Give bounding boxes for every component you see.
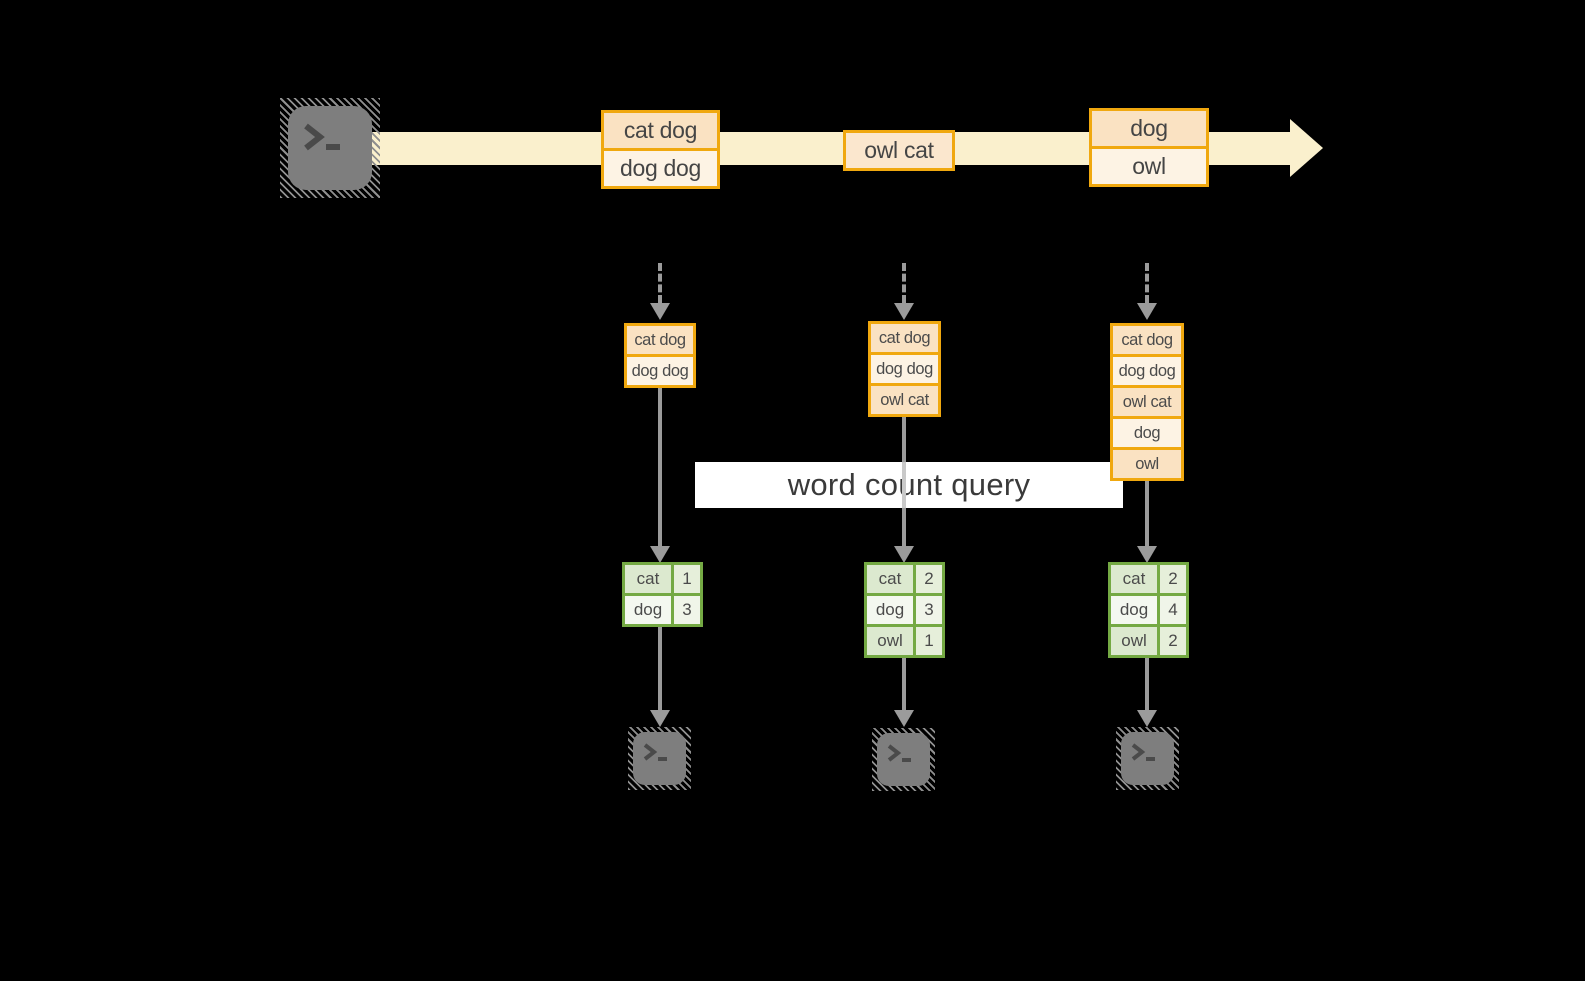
input-state-row: dog dog: [627, 354, 693, 385]
word-cell: owl: [867, 627, 916, 655]
word-count-row: cat 2: [867, 565, 942, 593]
stream-batch-box: dog owl: [1089, 108, 1209, 187]
input-state-row: cat dog: [871, 324, 938, 352]
query-arrow-through-band: [902, 462, 906, 508]
word-count-row: dog 4: [1111, 593, 1186, 624]
dashed-arrow: [1145, 263, 1149, 303]
input-state-box: cat dog dog dog owl cat: [868, 321, 941, 417]
word-cell: cat: [625, 565, 674, 593]
input-state-box: cat dog dog dog owl cat dog owl: [1110, 323, 1184, 481]
word-count-row: dog 3: [625, 593, 700, 624]
count-cell: 4: [1160, 596, 1186, 624]
query-label-band: word count query: [695, 462, 1123, 508]
dashed-arrow-head: [1137, 303, 1157, 320]
input-state-row: dog: [1113, 416, 1181, 447]
word-count-table: cat 1 dog 3: [622, 562, 703, 627]
output-arrow-head: [1137, 710, 1157, 727]
word-count-table: cat 2 dog 3 owl 1: [864, 562, 945, 658]
dashed-arrow: [902, 263, 906, 303]
count-cell: 2: [1160, 565, 1186, 593]
word-cell: dog: [625, 596, 674, 624]
word-count-row: cat 2: [1111, 565, 1186, 593]
terminal-body: [288, 106, 372, 190]
count-cell: 2: [916, 565, 942, 593]
input-state-row: cat dog: [1113, 326, 1181, 354]
word-count-row: owl 2: [1111, 624, 1186, 655]
input-state-row: owl cat: [1113, 385, 1181, 416]
query-arrow-head: [1137, 546, 1157, 563]
input-state-row: dog dog: [871, 352, 938, 383]
stream-batch-row: dog dog: [604, 148, 717, 186]
count-cell: 3: [674, 596, 700, 624]
dashed-arrow-head: [650, 303, 670, 320]
stream-batch-row: owl cat: [846, 133, 952, 168]
stream-batch-box: cat dog dog dog: [601, 110, 720, 189]
dashed-arrow-head: [894, 303, 914, 320]
stream-batch-row: dog: [1092, 111, 1206, 146]
output-arrow: [658, 627, 662, 711]
query-arrow: [658, 388, 662, 546]
stream-batch-box: owl cat: [843, 130, 955, 171]
word-count-row: owl 1: [867, 624, 942, 655]
word-cell: dog: [867, 596, 916, 624]
source-terminal-icon: [280, 98, 380, 198]
count-cell: 1: [916, 627, 942, 655]
sink-terminal-icon: [1116, 727, 1179, 790]
query-arrow-head: [650, 546, 670, 563]
input-state-row: owl cat: [871, 383, 938, 414]
terminal-body: [877, 733, 930, 786]
terminal-prompt-icon: [887, 744, 911, 762]
stream-batch-row: cat dog: [604, 113, 717, 148]
input-state-row: cat dog: [627, 326, 693, 354]
output-arrow-head: [650, 710, 670, 727]
input-state-box: cat dog dog dog: [624, 323, 696, 388]
output-arrow: [1145, 658, 1149, 711]
query-label: word count query: [787, 467, 1031, 502]
query-arrow: [1145, 481, 1149, 546]
terminal-prompt-icon: [643, 743, 667, 761]
word-count-row: cat 1: [625, 565, 700, 593]
input-state-row: owl: [1113, 447, 1181, 478]
count-cell: 2: [1160, 627, 1186, 655]
stream-arrow-head: [1290, 119, 1323, 177]
count-cell: 1: [674, 565, 700, 593]
terminal-prompt-icon: [304, 123, 340, 151]
word-cell: cat: [1111, 565, 1160, 593]
count-cell: 3: [916, 596, 942, 624]
word-cell: cat: [867, 565, 916, 593]
terminal-body: [633, 732, 686, 785]
word-cell: dog: [1111, 596, 1160, 624]
query-arrow-head: [894, 546, 914, 563]
word-cell: owl: [1111, 627, 1160, 655]
stream-batch-row: owl: [1092, 146, 1206, 184]
terminal-body: [1121, 732, 1174, 785]
terminal-prompt-icon: [1131, 743, 1155, 761]
sink-terminal-icon: [628, 727, 691, 790]
sink-terminal-icon: [872, 728, 935, 791]
word-count-table: cat 2 dog 4 owl 2: [1108, 562, 1189, 658]
word-count-row: dog 3: [867, 593, 942, 624]
output-arrow-head: [894, 710, 914, 727]
input-state-row: dog dog: [1113, 354, 1181, 385]
output-arrow: [902, 658, 906, 711]
dashed-arrow: [658, 263, 662, 303]
